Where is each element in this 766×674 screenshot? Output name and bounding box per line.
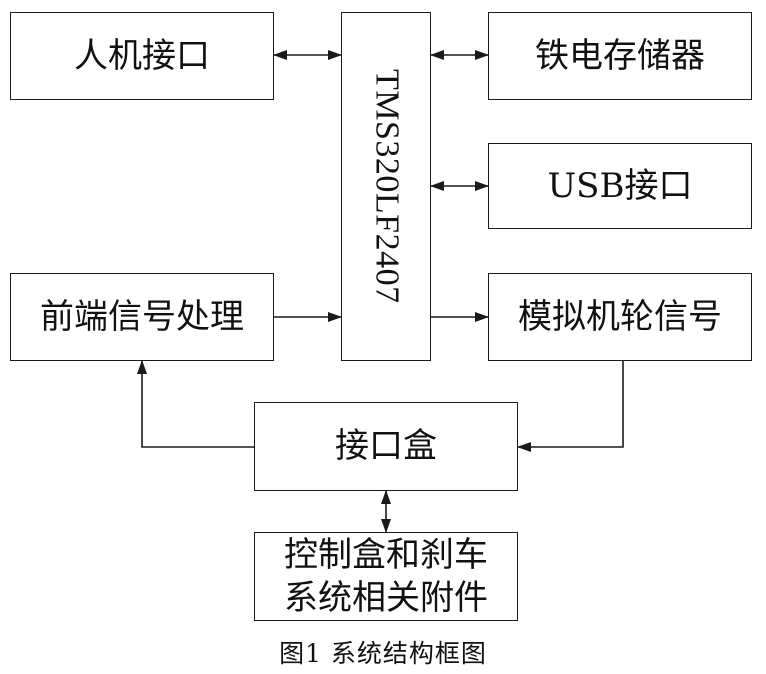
edge-interface-box-frontend [137,360,254,448]
node-interface-box-label: 接口盒 [335,426,437,467]
figure-caption: 图1 系统结构框图 [279,639,487,668]
node-simulator-label: 模拟机轮信号 [518,296,722,337]
node-frontend: 前端信号处理 [10,273,274,361]
node-hmi: 人机接口 [10,12,274,100]
node-control-box-label-line2: 系统相关附件 [284,577,488,618]
node-usb: USB接口 [488,143,752,229]
node-simulator: 模拟机轮信号 [488,273,752,361]
node-control-box-label-line1: 控制盒和刹车 [284,535,488,575]
node-usb-label: USB接口 [547,165,693,206]
node-dsp-label: TMS320LF2407 [368,69,406,304]
node-frontend-label: 前端信号处理 [40,296,244,337]
node-fram-label: 铁电存储器 [535,35,705,76]
node-control-box: 控制盒和刹车 系统相关附件 [254,532,518,621]
edge-simulator-interface-box [517,361,624,452]
node-fram: 铁电存储器 [488,12,752,100]
node-interface-box: 接口盒 [254,402,518,491]
node-dsp: TMS320LF2407 [341,12,431,361]
node-hmi-label: 人机接口 [74,35,210,76]
